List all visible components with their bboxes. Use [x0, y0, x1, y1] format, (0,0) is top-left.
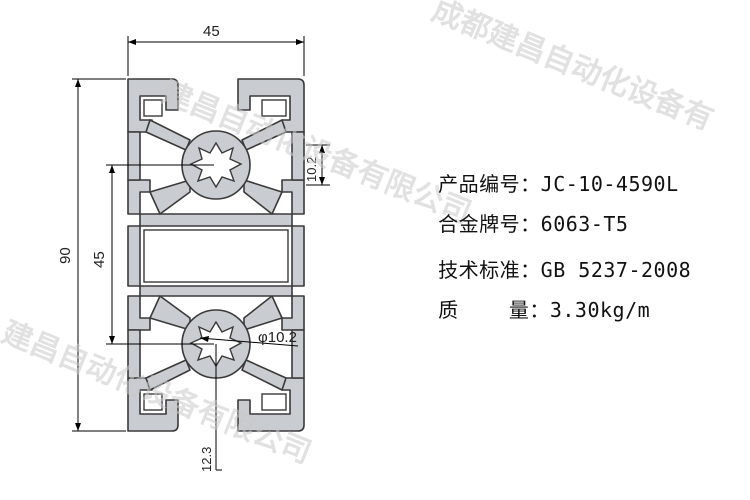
- spec-product-code: 产品编号：JC-10-4590L: [388, 144, 679, 221]
- dim-bottom-offset: 12.3: [199, 447, 214, 472]
- spec-label: 产品编号：: [438, 172, 541, 196]
- spec-value: 3.30kg/m: [549, 298, 651, 322]
- spec-alloy: 合金牌号：6063-T5: [388, 184, 628, 261]
- spec-weight: 质 量：3.30kg/m: [388, 270, 650, 347]
- spec-value: GB 5237-2008: [540, 258, 692, 282]
- dimension-lines: [72, 36, 330, 471]
- dim-inner-height: 45: [91, 251, 108, 268]
- watermark-line-1: 成都建昌自动化设备有: [427, 0, 718, 138]
- dimension-arrows: [75, 39, 325, 431]
- spec-label: 技术标准：: [438, 258, 541, 282]
- dim-total-height: 90: [57, 247, 74, 264]
- spec-label: 质 量：: [438, 298, 550, 322]
- dim-slot-height: 10.2: [304, 157, 319, 182]
- dim-bore-diameter: φ10.2: [258, 329, 297, 346]
- spec-value: 6063-T5: [540, 212, 629, 236]
- spec-value: JC-10-4590L: [540, 172, 679, 196]
- dim-top-width: 45: [203, 23, 220, 40]
- spec-label: 合金牌号：: [438, 212, 541, 236]
- spec-standard: 技术标准：GB 5237-2008: [388, 230, 691, 307]
- hollow-cells: [143, 99, 289, 411]
